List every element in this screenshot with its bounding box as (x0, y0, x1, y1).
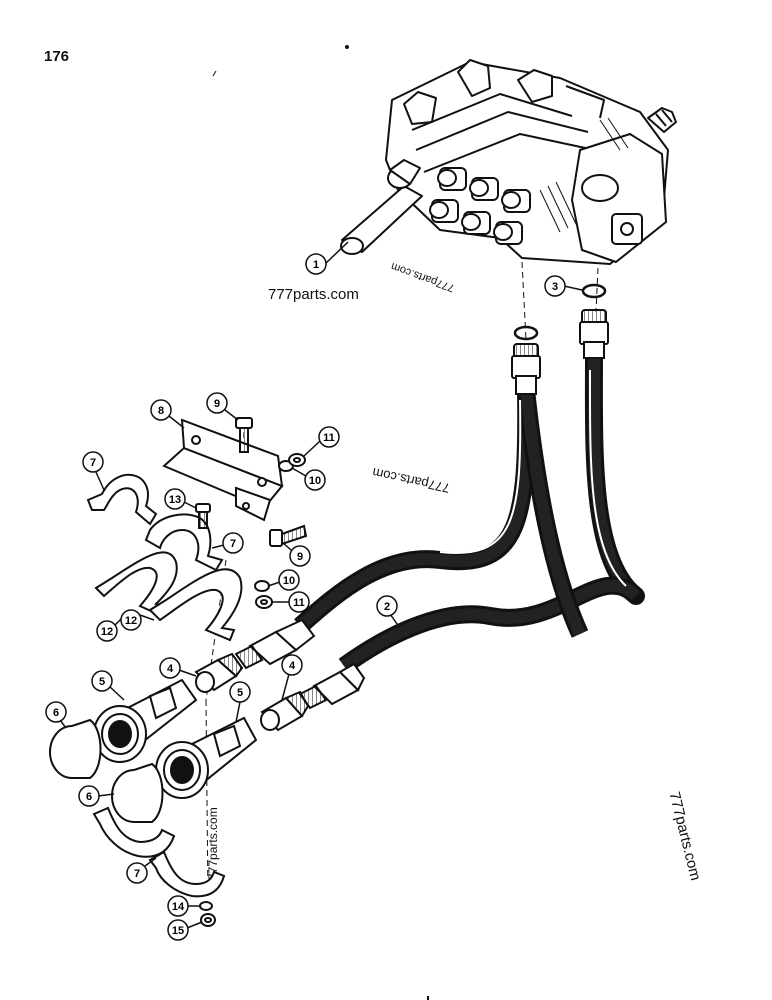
svg-text:10: 10 (309, 475, 321, 487)
svg-text:7: 7 (134, 868, 140, 880)
svg-text:7: 7 (90, 457, 96, 469)
svg-text:13: 13 (169, 494, 181, 506)
watermark-top: 777parts.com (268, 286, 359, 303)
hose-assemblies (294, 347, 645, 674)
svg-text:11: 11 (293, 597, 305, 609)
svg-text:7: 7 (230, 538, 236, 550)
callout-6-upper: 6 (45, 701, 67, 729)
page-number: 176 (44, 48, 70, 65)
callout-7-top: 7 (82, 451, 105, 491)
callout-2: 2 (376, 595, 401, 629)
callout-10-lower: 10 (267, 569, 300, 591)
hose-fitting-lower-2 (298, 662, 366, 710)
svg-text:12: 12 (101, 626, 113, 638)
svg-text:2: 2 (384, 601, 390, 613)
svg-text:14: 14 (172, 901, 185, 913)
svg-text:6: 6 (86, 791, 92, 803)
callout-9-upper: 9 (206, 392, 239, 421)
nut-11-upper (288, 453, 306, 467)
valve-spool (340, 159, 423, 255)
dust-cap-lower (111, 762, 164, 823)
bolt-9-lower (269, 524, 308, 547)
bolt-13 (195, 503, 211, 529)
svg-text:15: 15 (172, 925, 184, 937)
adapter-lower (260, 690, 310, 732)
control-valve (340, 59, 677, 265)
callout-5-upper: 5 (91, 670, 125, 701)
nut-11-lower (255, 595, 273, 609)
valve-ports (429, 167, 531, 245)
callout-11-upper: 11 (303, 426, 340, 457)
bolt-9-upper (235, 417, 253, 453)
o-ring-left (513, 325, 539, 341)
adapter-upper (194, 652, 244, 693)
coupler-upper (93, 678, 198, 763)
bracket-8 (162, 418, 284, 522)
coupler-lower (155, 716, 258, 799)
washer-14 (199, 901, 213, 911)
callout-13: 13 (164, 488, 197, 510)
svg-text:6: 6 (53, 707, 59, 719)
callout-11-lower: 11 (272, 591, 310, 613)
svg-text:12: 12 (125, 615, 137, 627)
svg-text:9: 9 (214, 398, 220, 410)
callout-12-left: 12 (96, 613, 127, 642)
clamp-lower-7 (92, 806, 226, 898)
hose-fitting-lower-1 (234, 618, 316, 670)
clamp-upper-7 (86, 473, 158, 526)
callout-7-mid: 7 (211, 532, 244, 554)
callout-9-lower: 9 (281, 541, 311, 567)
callout-14: 14 (167, 895, 200, 917)
callout-4-lower: 4 (281, 654, 303, 701)
svg-text:4: 4 (167, 663, 174, 675)
svg-text:5: 5 (99, 676, 105, 688)
bracket-12-lower (148, 568, 243, 642)
stray-mark (212, 70, 217, 77)
dust-cap-upper (49, 718, 102, 779)
callout-7-bottom: 7 (126, 857, 157, 884)
callout-1: 1 (305, 241, 349, 275)
svg-text:5: 5 (237, 687, 243, 699)
callout-5-lower: 5 (229, 681, 251, 723)
svg-text:9: 9 (297, 551, 303, 563)
svg-text:1: 1 (313, 259, 319, 271)
svg-text:11: 11 (323, 432, 335, 444)
o-ring-right (581, 283, 607, 299)
svg-text:8: 8 (158, 405, 164, 417)
nut-15 (200, 913, 216, 927)
svg-text:4: 4 (289, 660, 296, 672)
svg-text:10: 10 (283, 575, 295, 587)
stray-dot (345, 45, 349, 49)
callout-10-upper: 10 (291, 467, 326, 491)
hose-fitting-top-right (579, 309, 609, 359)
svg-text:3: 3 (552, 281, 558, 293)
callout-15: 15 (167, 919, 203, 941)
callout-4-upper: 4 (159, 657, 197, 679)
callout-8: 8 (150, 399, 185, 429)
hose-fitting-top-left (511, 343, 541, 395)
washer-10-lower (254, 580, 270, 592)
callout-12-right: 12 (120, 609, 155, 631)
callout-3: 3 (544, 275, 583, 297)
callout-6-lower: 6 (78, 785, 115, 807)
